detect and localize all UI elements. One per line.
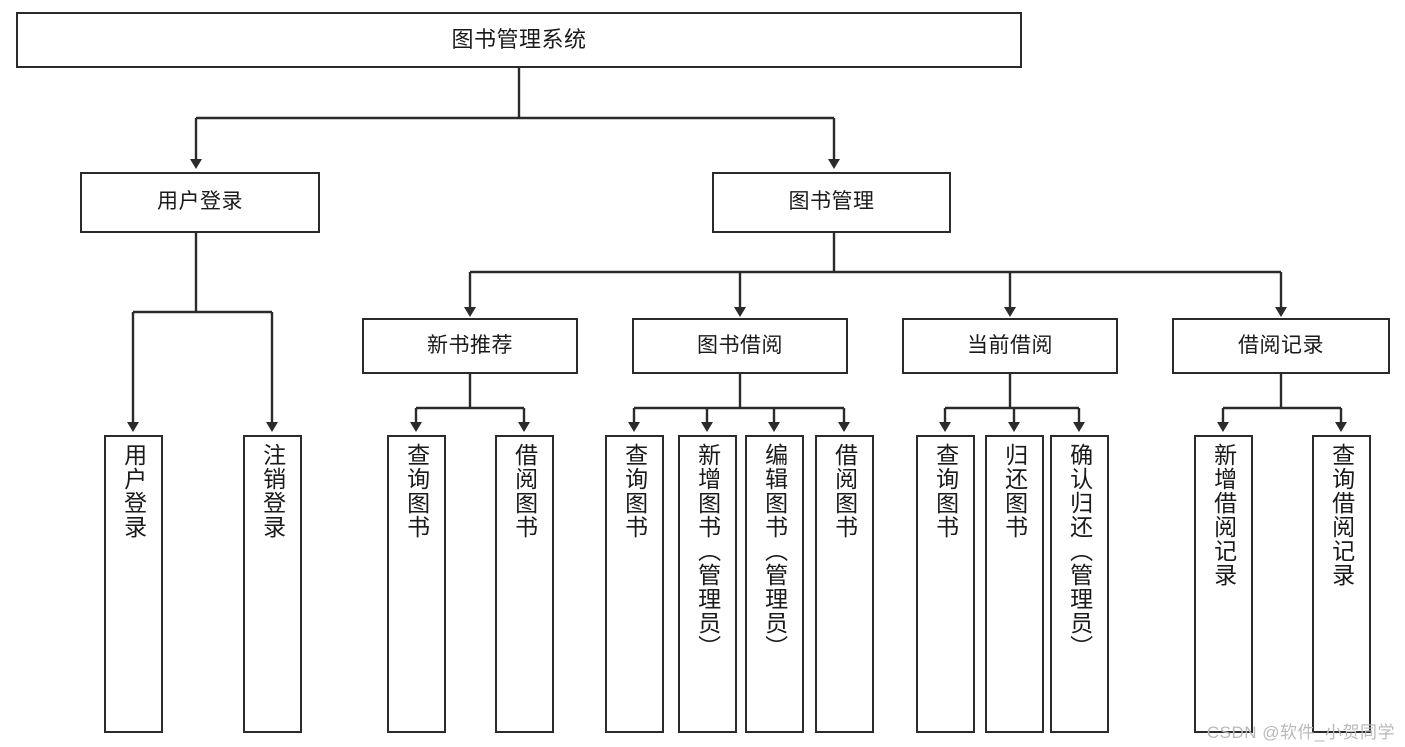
node-book-management[interactable]: 图书管理	[712, 172, 951, 233]
leaf-edit-book-admin[interactable]: 编辑图书（管理员）	[745, 435, 804, 733]
watermark-text: CSDN @软件_小贺同学	[1206, 723, 1395, 742]
leaf-query-borrow-record[interactable]: 查询借阅记录	[1312, 435, 1371, 733]
leaf-confirm-return-admin[interactable]: 确认归还（管理员）	[1050, 435, 1109, 733]
node-label: 借阅图书	[831, 443, 858, 539]
leaf-add-borrow-record[interactable]: 新增借阅记录	[1194, 435, 1253, 733]
node-label: 图书借阅	[697, 333, 783, 357]
leaf-borrow-book-recommend[interactable]: 借阅图书	[495, 435, 554, 733]
leaf-query-book-recommend[interactable]: 查询图书	[387, 435, 446, 733]
node-book-borrow[interactable]: 图书借阅	[632, 318, 848, 374]
leaf-logout[interactable]: 注销登录	[243, 435, 302, 733]
node-label: 新增借阅记录	[1210, 443, 1237, 587]
node-label: 图书管理	[788, 190, 875, 214]
leaf-borrow-book[interactable]: 借阅图书	[815, 435, 874, 733]
node-root-system[interactable]: 图书管理系统	[16, 12, 1022, 68]
node-label: 借阅图书	[511, 443, 538, 539]
node-current-borrow[interactable]: 当前借阅	[902, 318, 1118, 374]
leaf-query-book-current[interactable]: 查询图书	[916, 435, 975, 733]
leaf-add-book-admin[interactable]: 新增图书（管理员）	[678, 435, 737, 733]
node-label: 借阅记录	[1238, 333, 1324, 357]
node-label: 新书推荐	[427, 333, 513, 357]
node-label: 新增图书（管理员）	[694, 443, 721, 659]
node-label: 用户登录	[120, 443, 147, 539]
node-user-login[interactable]: 用户登录	[80, 172, 320, 233]
node-borrow-record[interactable]: 借阅记录	[1172, 318, 1390, 374]
node-label: 用户登录	[157, 190, 243, 214]
node-label: 注销登录	[259, 443, 286, 539]
node-new-book-recommend[interactable]: 新书推荐	[362, 318, 578, 374]
node-label: 当前借阅	[967, 333, 1053, 357]
node-label: 图书管理系统	[451, 27, 587, 53]
leaf-query-book-borrow[interactable]: 查询图书	[605, 435, 664, 733]
leaf-return-book[interactable]: 归还图书	[985, 435, 1044, 733]
node-label: 查询图书	[932, 443, 959, 539]
node-label: 查询图书	[621, 443, 648, 539]
node-label: 查询借阅记录	[1328, 443, 1355, 587]
node-label: 确认归还（管理员）	[1066, 443, 1093, 659]
leaf-user-login[interactable]: 用户登录	[104, 435, 163, 733]
node-label: 查询图书	[403, 443, 430, 539]
node-label: 编辑图书（管理员）	[761, 443, 788, 659]
node-label: 归还图书	[1001, 443, 1028, 539]
